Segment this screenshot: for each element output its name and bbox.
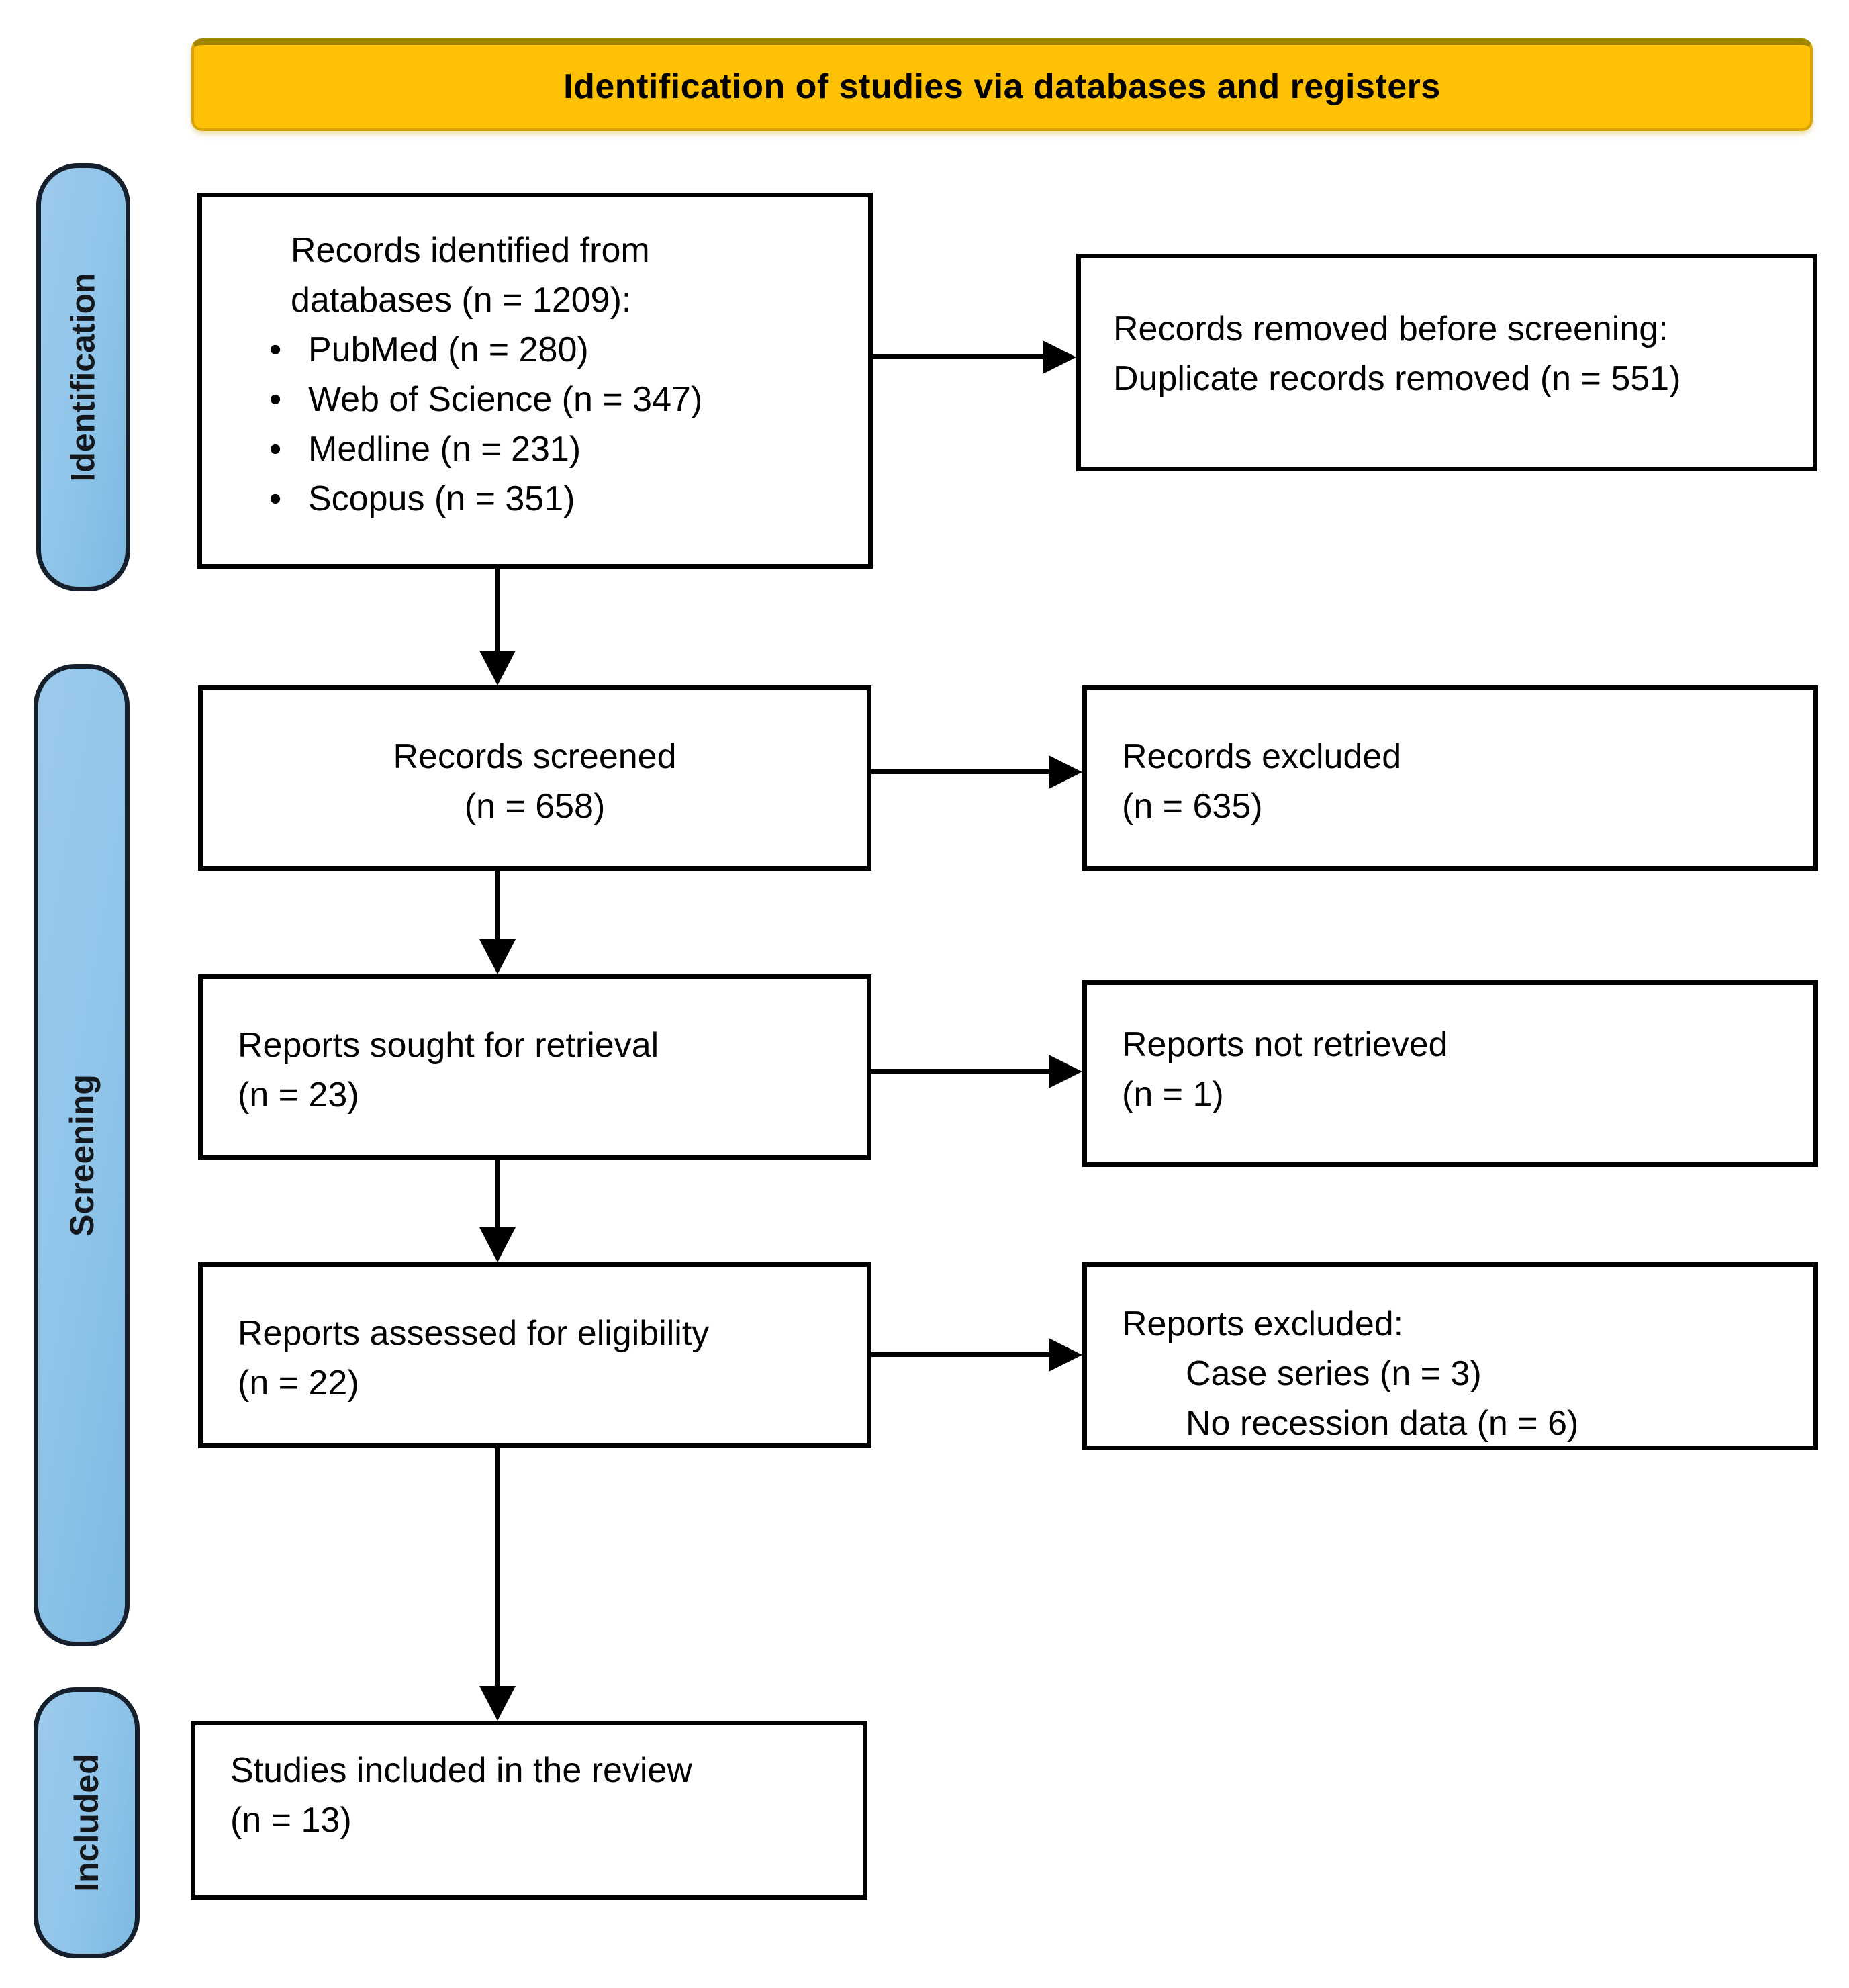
connector-assessed-to-reports-excluded bbox=[871, 1352, 1050, 1357]
database-bullet-scopus: • Scopus (n = 351) bbox=[269, 474, 855, 524]
connector-screened-to-excluded bbox=[871, 769, 1050, 774]
connector-identified-to-removed bbox=[873, 354, 1044, 359]
arrowhead-down-icon bbox=[479, 939, 516, 974]
studies-included-line2: (n = 13) bbox=[230, 1801, 352, 1840]
banner-title: Identification of studies via databases … bbox=[563, 67, 1441, 106]
reports-sought-line1: Reports sought for retrieval bbox=[238, 1026, 659, 1065]
connector-sought-to-not-retrieved bbox=[871, 1069, 1050, 1074]
records-excluded-line1: Records excluded bbox=[1122, 737, 1402, 776]
stage-pill-included: Included bbox=[34, 1687, 140, 1958]
bullet-text: Scopus (n = 351) bbox=[308, 479, 575, 518]
box-records-excluded: Records excluded (n = 635) bbox=[1082, 685, 1818, 871]
arrowhead-right-icon bbox=[1049, 755, 1082, 789]
box-records-removed: Records removed before screening: Duplic… bbox=[1076, 254, 1817, 471]
reports-assessed-line2: (n = 22) bbox=[238, 1364, 359, 1403]
stage-label-identification: Identification bbox=[64, 273, 103, 482]
box-records-identified: Records identified from databases (n = 1… bbox=[197, 193, 873, 569]
records-removed-line1: Records removed before screening: bbox=[1113, 310, 1668, 348]
reports-not-retrieved-line1: Reports not retrieved bbox=[1122, 1025, 1448, 1064]
arrowhead-right-icon bbox=[1049, 1055, 1082, 1088]
records-identified-line2: databases (n = 1209): bbox=[291, 281, 632, 320]
exclusion-reason-case-series: Case series (n = 3) bbox=[1186, 1354, 1482, 1393]
studies-included-line1: Studies included in the review bbox=[230, 1751, 692, 1790]
box-reports-assessed: Reports assessed for eligibility (n = 22… bbox=[198, 1262, 871, 1448]
stage-pill-identification: Identification bbox=[36, 163, 130, 591]
database-bullet-medline: • Medline (n = 231) bbox=[269, 424, 855, 474]
bullet-icon: • bbox=[269, 479, 282, 518]
stage-pill-screening: Screening bbox=[34, 664, 130, 1646]
box-reports-excluded: Reports excluded: Case series (n = 3) No… bbox=[1082, 1262, 1818, 1450]
box-studies-included: Studies included in the review (n = 13) bbox=[191, 1721, 867, 1900]
records-screened-line1: Records screened bbox=[393, 737, 677, 776]
database-bullet-pubmed: • PubMed (n = 280) bbox=[269, 325, 855, 375]
connector-identified-to-screened bbox=[495, 569, 500, 653]
reports-excluded-heading: Reports excluded: bbox=[1122, 1305, 1404, 1343]
connector-sought-to-assessed bbox=[495, 1160, 500, 1229]
arrowhead-down-icon bbox=[479, 651, 516, 685]
arrowhead-right-icon bbox=[1043, 340, 1076, 374]
reports-sought-line2: (n = 23) bbox=[238, 1076, 359, 1115]
stage-label-included: Included bbox=[68, 1754, 106, 1892]
reports-not-retrieved-line2: (n = 1) bbox=[1122, 1075, 1224, 1114]
records-removed-line2: Duplicate records removed (n = 551) bbox=[1113, 359, 1681, 398]
stage-label-screening: Screening bbox=[62, 1074, 101, 1237]
arrowhead-right-icon bbox=[1049, 1338, 1082, 1372]
arrowhead-down-icon bbox=[479, 1227, 516, 1262]
connector-screened-to-sought bbox=[495, 871, 500, 941]
reports-assessed-line1: Reports assessed for eligibility bbox=[238, 1314, 710, 1353]
records-screened-line2: (n = 658) bbox=[464, 787, 606, 826]
arrowhead-down-icon bbox=[479, 1686, 516, 1721]
box-records-screened: Records screened (n = 658) bbox=[198, 685, 871, 871]
box-reports-not-retrieved: Reports not retrieved (n = 1) bbox=[1082, 980, 1818, 1167]
bullet-text: PubMed (n = 280) bbox=[308, 330, 589, 369]
bullet-text: Medline (n = 231) bbox=[308, 430, 581, 469]
bullet-text: Web of Science (n = 347) bbox=[308, 380, 703, 419]
bullet-icon: • bbox=[269, 330, 282, 369]
database-bullet-web-of-science: • Web of Science (n = 347) bbox=[269, 375, 855, 424]
connector-assessed-to-included bbox=[495, 1448, 500, 1687]
records-excluded-line2: (n = 635) bbox=[1122, 787, 1263, 826]
bullet-icon: • bbox=[269, 380, 282, 419]
records-identified-line1: Records identified from bbox=[291, 231, 650, 270]
box-reports-sought: Reports sought for retrieval (n = 23) bbox=[198, 974, 871, 1160]
exclusion-reason-no-recession-data: No recession data (n = 6) bbox=[1186, 1404, 1579, 1443]
banner: Identification of studies via databases … bbox=[191, 38, 1813, 131]
bullet-icon: • bbox=[269, 430, 282, 469]
